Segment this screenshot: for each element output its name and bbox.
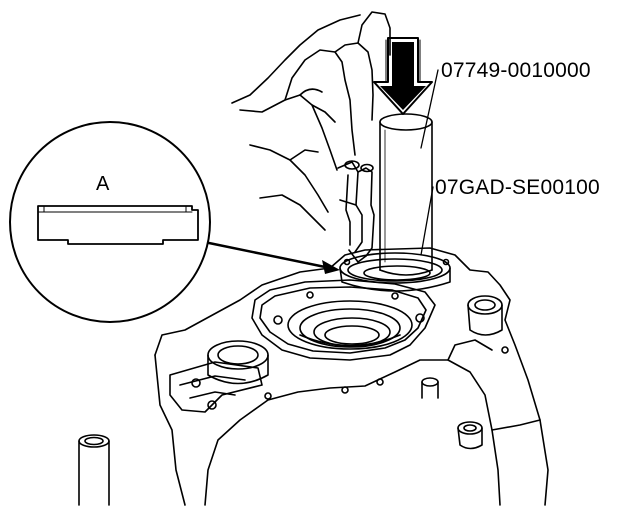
callout-pointer xyxy=(207,241,340,274)
callout-label-tool-driver: 07GAD-SE00100 xyxy=(435,176,600,199)
leader-lines xyxy=(420,69,439,256)
callout-label-tool-handle: 07749-0010000 xyxy=(441,59,591,82)
hand-icon xyxy=(231,11,391,263)
magnifier-callout-icon xyxy=(9,121,211,323)
detail-label-a: A xyxy=(96,173,110,195)
force-arrow-icon xyxy=(373,37,433,115)
transmission-housing xyxy=(78,247,549,506)
oil-seal-ring xyxy=(339,252,451,292)
installation-tool xyxy=(379,113,433,276)
